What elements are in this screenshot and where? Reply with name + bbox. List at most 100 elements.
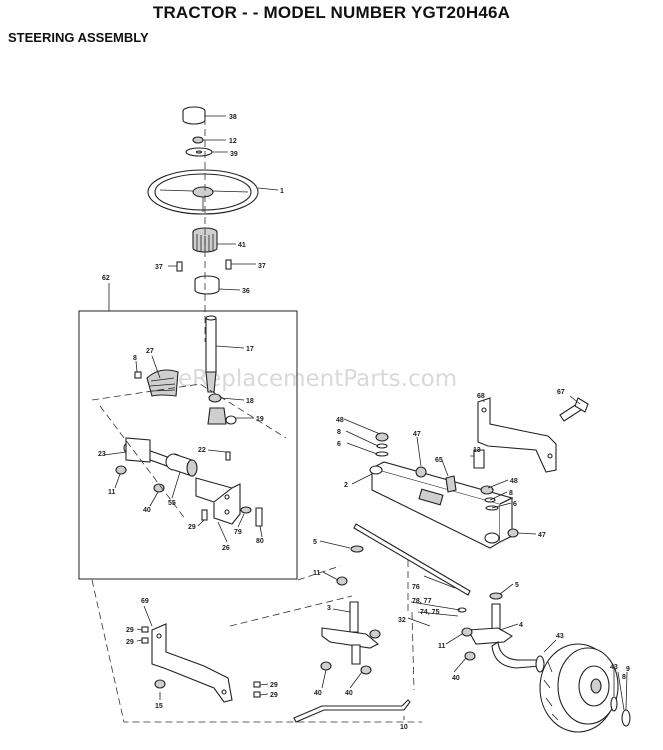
callout-29-a: 29 [126, 627, 134, 634]
callout-74-75: 74, 75 [420, 609, 440, 616]
callout-79: 79 [234, 529, 242, 536]
spacer-65 [445, 475, 457, 493]
spindle-4 [467, 603, 541, 669]
callout-40-box: 40 [143, 507, 151, 514]
nut-11-spindle [369, 629, 381, 639]
callout-29-c: 29 [270, 682, 278, 689]
callout-67: 67 [557, 389, 565, 396]
callout-48-top: 48 [336, 417, 344, 424]
bolt-8-box [134, 371, 142, 379]
gear-18 [208, 393, 222, 403]
callout-76: 76 [412, 584, 420, 591]
nut-11-mid [336, 576, 348, 586]
callout-29-box: 29 [188, 524, 196, 531]
watermark-text: eReplacementParts.com [178, 366, 457, 392]
pinion-19 [207, 407, 237, 425]
callout-43-wheel: 43 [610, 664, 618, 671]
callout-62: 62 [102, 275, 110, 282]
steering-cap-38 [182, 106, 206, 125]
callout-6-top: 6 [337, 441, 341, 448]
callout-8-right: 8 [509, 490, 513, 497]
nut-40-right [464, 651, 476, 661]
nut-15 [154, 679, 166, 689]
callout-39: 39 [230, 151, 238, 158]
callout-36: 36 [242, 288, 250, 295]
washer-8-wheel [610, 696, 618, 712]
callout-68: 68 [477, 393, 485, 400]
cap-9-wheel [621, 709, 631, 727]
cap-48-right [480, 485, 494, 495]
callout-12: 12 [229, 138, 237, 145]
callout-15: 15 [155, 703, 163, 710]
spindle-3 [321, 601, 379, 665]
callout-26: 26 [222, 545, 230, 552]
callout-69: 69 [141, 598, 149, 605]
sector-gear-27 [146, 369, 179, 397]
callout-2: 2 [344, 482, 348, 489]
callout-40-left: 40 [314, 690, 322, 697]
pin-22 [225, 451, 231, 461]
callout-40-mid: 40 [345, 690, 353, 697]
callout-43-hub: 43 [556, 633, 564, 640]
callout-5-right: 5 [515, 582, 519, 589]
subassembly-box-62 [78, 310, 298, 580]
callout-13: 13 [473, 447, 481, 454]
callout-78-77: 78, 77 [412, 598, 432, 605]
callout-6-right: 6 [513, 501, 517, 508]
callout-41: 41 [238, 242, 246, 249]
callout-32: 32 [398, 617, 406, 624]
bolt-29-c [253, 681, 261, 688]
washer-6-top [375, 451, 389, 457]
callout-40-right: 40 [452, 675, 460, 682]
bushing-47-right [507, 528, 519, 538]
page-title: TRACTOR - - MODEL NUMBER YGT20H46A [152, 3, 511, 22]
washer-5-left [350, 545, 364, 553]
callout-9: 9 [626, 666, 630, 673]
bolt-29-b [141, 637, 149, 644]
callout-48-right: 48 [510, 478, 518, 485]
callout-4: 4 [519, 622, 523, 629]
callout-47-right: 47 [538, 532, 546, 539]
callout-37-left: 37 [155, 264, 163, 271]
adapter-36 [194, 275, 220, 295]
bolt-29-box [201, 509, 208, 521]
steering-wheel-1 [147, 169, 259, 215]
washer-39 [185, 147, 213, 157]
nut-11-box [115, 465, 127, 475]
callout-8-top: 8 [337, 429, 341, 436]
callout-55: 55 [168, 500, 176, 507]
steering-shaft-17 [205, 315, 217, 393]
front-axle-2 [369, 461, 514, 549]
washer-79 [240, 506, 252, 514]
bracket-68 [477, 397, 557, 473]
drag-link-10 [293, 699, 411, 723]
nut-40-mid [360, 665, 372, 675]
nut-40-box [153, 483, 165, 493]
callout-17: 17 [246, 346, 254, 353]
nut-11-right [461, 627, 473, 637]
callout-8-box: 8 [133, 355, 137, 362]
callout-11-box: 11 [108, 489, 116, 496]
callout-27: 27 [146, 348, 154, 355]
callout-10: 10 [400, 724, 408, 731]
callout-5-left: 5 [313, 539, 317, 546]
bushing-55 [165, 453, 198, 477]
bolt-80 [255, 507, 263, 527]
callout-3: 3 [327, 605, 331, 612]
callout-65: 65 [435, 457, 443, 464]
nut-40-left [320, 661, 332, 671]
bolt-37-left [176, 261, 183, 272]
callout-18: 18 [246, 398, 254, 405]
bolt-29-d [253, 691, 261, 698]
bushing-47-top [415, 466, 427, 478]
callout-29-b: 29 [126, 639, 134, 646]
washer-5-right [489, 592, 503, 600]
bracket-69 [151, 623, 233, 703]
callout-1: 1 [280, 188, 284, 195]
pin-13 [473, 449, 485, 469]
nut-12 [192, 136, 204, 144]
washer-43-hub [535, 655, 545, 673]
callout-37-right: 37 [258, 263, 266, 270]
washer-8-top [376, 443, 388, 449]
